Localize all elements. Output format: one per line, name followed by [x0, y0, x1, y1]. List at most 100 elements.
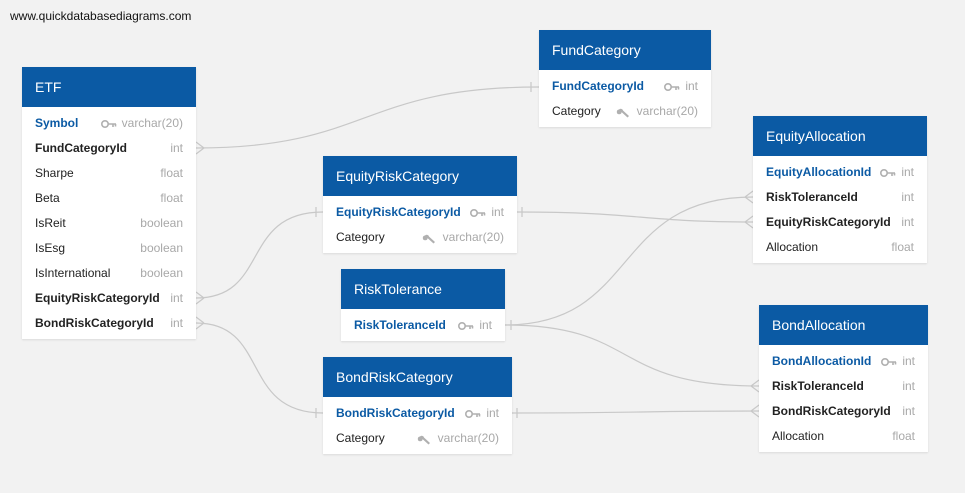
field-name: EquityRiskCategoryId	[336, 205, 461, 219]
wrench-icon	[417, 435, 433, 445]
field-type: int	[880, 160, 914, 185]
link-etf-bondrisk	[195, 322, 324, 414]
field-row[interactable]: Allocation float	[759, 424, 928, 449]
field-row[interactable]: IsEsg boolean	[22, 236, 196, 261]
field-row[interactable]: RiskToleranceId int	[759, 374, 928, 399]
crowfoot-etf-bondrisk	[195, 316, 205, 330]
field-type-label: int	[901, 215, 914, 229]
field-type-label: int	[902, 404, 915, 418]
table-equity-risk-category[interactable]: EquityRiskCategory EquityRiskCategoryId i…	[323, 156, 517, 253]
field-name: RiskToleranceId	[354, 318, 446, 332]
field-type: int	[881, 349, 915, 374]
field-row[interactable]: BondRiskCategoryId int	[22, 311, 196, 336]
field-name: RiskToleranceId	[766, 190, 858, 204]
field-type: varchar(20)	[100, 111, 183, 136]
field-name: EquityRiskCategoryId	[35, 291, 160, 305]
table-risk-tolerance[interactable]: RiskTolerance RiskToleranceId int	[341, 269, 505, 341]
field-type: float	[892, 424, 915, 449]
table-header[interactable]: FundCategory	[539, 30, 711, 70]
wrench-icon	[422, 234, 438, 244]
field-type-label: int	[491, 205, 504, 219]
field-type: int	[458, 313, 492, 338]
key-icon	[880, 168, 896, 177]
field-type: int	[170, 286, 183, 311]
key-icon	[100, 119, 117, 128]
crowfoot-equityalloc-rt	[744, 190, 754, 204]
field-name: Symbol	[35, 116, 79, 130]
field-type: int	[170, 311, 183, 336]
field-type: int	[470, 200, 504, 225]
field-type: float	[160, 161, 183, 186]
table-header[interactable]: EquityAllocation	[753, 116, 927, 156]
field-row[interactable]: RiskToleranceId int	[341, 313, 505, 338]
field-name: IsInternational	[35, 266, 111, 280]
field-type-label: int	[479, 318, 492, 332]
field-name: Category	[552, 104, 601, 118]
field-type-label: boolean	[140, 241, 183, 255]
field-type-label: int	[901, 165, 914, 179]
field-name: RiskToleranceId	[772, 379, 864, 393]
field-type-label: int	[901, 190, 914, 204]
field-name: Category	[336, 431, 385, 445]
field-type-label: varchar(20)	[442, 230, 504, 244]
field-type-label: int	[486, 406, 499, 420]
table-header[interactable]: EquityRiskCategory	[323, 156, 517, 196]
watermark: www.quickdatabasediagrams.com	[10, 9, 192, 23]
table-header[interactable]: BondAllocation	[759, 305, 928, 345]
field-row[interactable]: Category varchar(20)	[539, 99, 711, 124]
field-row[interactable]: EquityRiskCategoryId int	[323, 200, 517, 225]
table-header[interactable]: ETF	[22, 67, 196, 107]
field-type: int	[170, 136, 183, 161]
field-type: varchar(20)	[417, 426, 499, 451]
field-row[interactable]: Symbol varchar(20)	[22, 111, 196, 136]
key-icon	[881, 357, 897, 366]
table-header[interactable]: RiskTolerance	[341, 269, 505, 309]
field-type-label: int	[902, 354, 915, 368]
field-type: boolean	[140, 211, 183, 236]
field-name: BondRiskCategoryId	[772, 404, 891, 418]
link-etf-fundcategory	[195, 86, 540, 149]
field-type-label: int	[902, 379, 915, 393]
field-name: IsReit	[35, 216, 66, 230]
field-type: int	[664, 74, 698, 99]
field-row[interactable]: EquityRiskCategoryId int	[22, 286, 196, 311]
field-list: RiskToleranceId int	[341, 309, 505, 341]
crowfoot-etf-fundcategory	[195, 141, 205, 155]
field-row[interactable]: RiskToleranceId int	[753, 185, 927, 210]
field-type-label: float	[160, 191, 183, 205]
field-row[interactable]: IsReit boolean	[22, 211, 196, 236]
key-icon	[458, 321, 474, 330]
field-row[interactable]: BondRiskCategoryId int	[759, 399, 928, 424]
key-icon	[664, 82, 680, 91]
crowfoot-bondalloc-rt	[750, 379, 760, 393]
table-header[interactable]: BondRiskCategory	[323, 357, 512, 397]
field-type-label: varchar(20)	[437, 431, 499, 445]
field-type-label: float	[891, 240, 914, 254]
field-type: varchar(20)	[616, 99, 698, 124]
field-name: Allocation	[772, 429, 825, 443]
field-row[interactable]: Category varchar(20)	[323, 426, 512, 451]
field-name: BondRiskCategoryId	[35, 316, 154, 330]
field-name: IsEsg	[35, 241, 66, 255]
link-bondrisk-bondalloc	[511, 410, 760, 414]
